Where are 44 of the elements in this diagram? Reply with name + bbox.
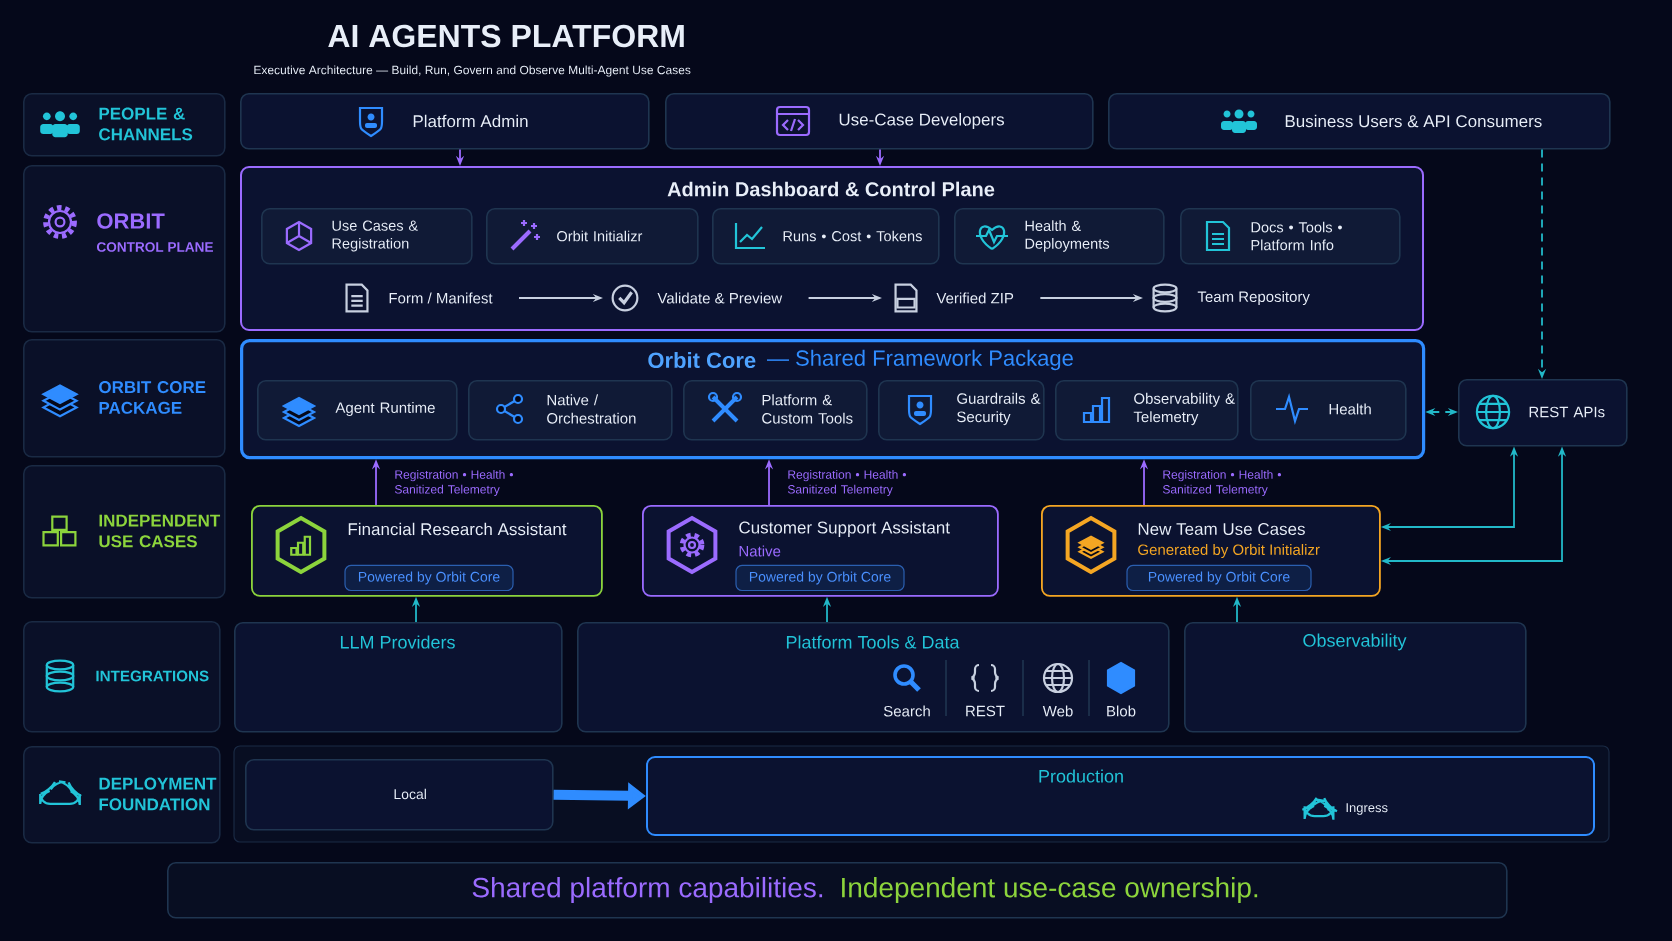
step-label: Validate & Preview — [657, 292, 783, 304]
feature-box: Health & Deployments — [954, 208, 1165, 265]
actor-box: Use-Case Developers — [665, 93, 1094, 150]
lane-header: ORBIT CONTROL PLANE — [23, 165, 226, 333]
subtitle: Generated by Orbit Initializr — [1138, 544, 1320, 558]
lane-header: INTEGRATIONS — [23, 621, 221, 733]
integration-panel: Observability — [1184, 622, 1527, 733]
step-label: Team Repository — [1197, 291, 1310, 305]
feature-box: Docs • Tools • Platform Info — [1180, 208, 1401, 265]
api-box: REST APIs — [1458, 379, 1628, 447]
module-box: Observability & Telemetry — [1055, 380, 1239, 441]
tool-label: Web — [1042, 705, 1073, 717]
subtitle: Executive Architecture — Build, Run, Govern and Observe Multi-Agent Use Cases — [254, 65, 691, 77]
lane-header: INDEPENDENT USE CASES — [23, 465, 226, 599]
badge: Powered by Orbit Core — [735, 564, 905, 592]
edge-label: Registration • Health • Sanitized Telemetry — [1162, 470, 1282, 496]
service-label: Ingress — [1346, 803, 1388, 815]
module-box: Guardrails & Security — [878, 380, 1045, 441]
actor-box: Platform Admin — [240, 93, 650, 150]
lane-header: PEOPLE & CHANNELS — [23, 93, 226, 157]
tool-label: Blob — [1107, 705, 1136, 717]
edge-label: Registration • Health • Sanitized Telemetry — [394, 470, 514, 496]
feature-box: Runs • Cost • Tokens — [712, 208, 940, 265]
actor-box: Business Users & API Consumers — [1108, 93, 1611, 150]
module-box: Native / Orchestration — [468, 380, 673, 441]
step-label: Form / Manifest — [389, 292, 493, 304]
badge: Powered by Orbit Core — [344, 564, 514, 592]
subtitle: Native — [739, 545, 781, 557]
tagline-banner: Shared platform capabilities. Independent use-case ownership. — [167, 862, 1508, 919]
module-box: Health — [1250, 380, 1407, 441]
feature-box: Orbit Initializr — [486, 208, 699, 265]
module-box: Agent Runtime — [257, 380, 458, 441]
title: AI AGENTS PLATFORM — [328, 24, 684, 48]
integration-panel: LLM Providers — [234, 622, 563, 733]
feature-box: Use Cases & Registration — [261, 208, 473, 265]
lane-header: DEPLOYMENT FOUNDATION — [23, 746, 221, 844]
edge-label: Registration • Health • Sanitized Telemetry — [787, 470, 907, 496]
environment-box: Local — [245, 759, 554, 831]
lane-header: ORBIT CORE PACKAGE — [23, 339, 226, 458]
tool-label: REST — [966, 705, 1005, 717]
tool-label: Search — [883, 705, 930, 717]
step-label: Verified ZIP — [936, 292, 1014, 304]
module-box: Platform & Custom Tools — [683, 380, 868, 441]
badge: Powered by Orbit Core — [1126, 564, 1312, 592]
